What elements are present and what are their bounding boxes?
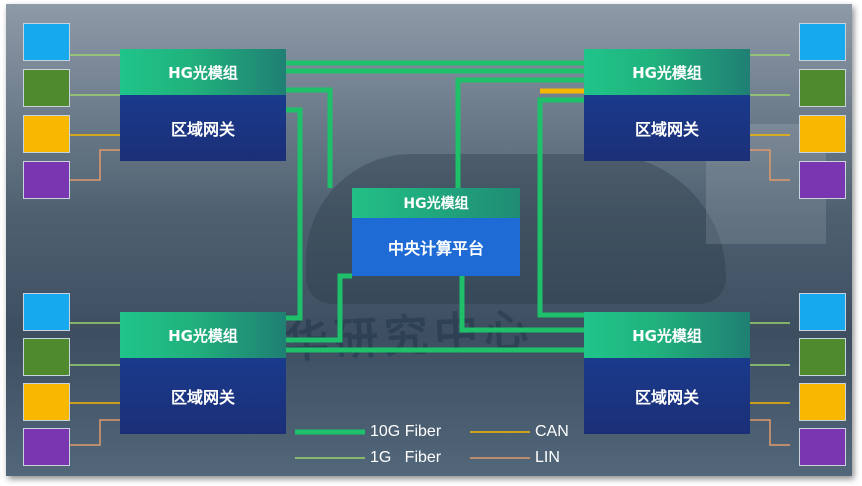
optical-module-label: HG光模组: [584, 312, 750, 358]
sensor-blue-bl: [23, 293, 70, 331]
sensor-purple-bl: [23, 428, 70, 466]
legend-lin-label: LIN: [535, 449, 560, 466]
zone-module-bottom-left: HG光模组 区域网关: [120, 312, 286, 434]
sensor-blue-tl: [23, 23, 70, 61]
sensor-yellow-br: [799, 383, 846, 421]
zone-gateway-label: 区域网关: [120, 95, 286, 161]
zone-gateway-label: 区域网关: [120, 358, 286, 434]
lin-links: [70, 149, 790, 446]
central-optical-label: HG光模组: [352, 188, 520, 218]
zone-module-top-left: HG光模组 区域网关: [120, 49, 286, 161]
sensor-purple-tl: [23, 161, 70, 199]
sensor-green-tr: [799, 69, 846, 107]
link-tl-to-bl: [286, 107, 303, 321]
sensor-green-tl: [23, 69, 70, 107]
can-links: [70, 134, 790, 404]
link-bl-to-central: [286, 273, 352, 343]
optical-module-label: HG光模组: [120, 312, 286, 358]
sensor-blue-tr: [799, 23, 846, 61]
zone-gateway-label: 区域网关: [584, 95, 750, 161]
link-tr-to-central: [455, 77, 585, 188]
sensor-blue-br: [799, 293, 846, 331]
zone-gateway-label: 区域网关: [584, 358, 750, 434]
sensor-purple-tr: [799, 161, 846, 199]
legend-can-label: CAN: [535, 423, 569, 440]
sensor-purple-br: [799, 428, 846, 466]
legend-1g-label: 1G Fiber: [370, 449, 442, 466]
central-computing-module: HG光模组 中央计算平台: [352, 188, 520, 276]
link-tr-to-br: [537, 97, 585, 318]
sensor-yellow-tr: [799, 115, 846, 153]
central-platform-label: 中央计算平台: [352, 218, 520, 276]
sensor-yellow-bl: [23, 383, 70, 421]
sensor-green-br: [799, 338, 846, 376]
link-br-to-central: [459, 276, 585, 333]
sensor-green-bl: [23, 338, 70, 376]
fiber-10g-links: [286, 60, 585, 353]
zone-module-top-right: HG光模组 区域网关: [584, 49, 750, 161]
optical-module-label: HG光模组: [584, 49, 750, 95]
fiber-1g-links: [70, 54, 790, 366]
optical-module-label: HG光模组: [120, 49, 286, 95]
link-tl-to-central: [286, 87, 333, 188]
sensor-yellow-tl: [23, 115, 70, 153]
legend-10g-label: 10G Fiber: [370, 423, 442, 440]
zone-module-bottom-right: HG光模组 区域网关: [584, 312, 750, 434]
